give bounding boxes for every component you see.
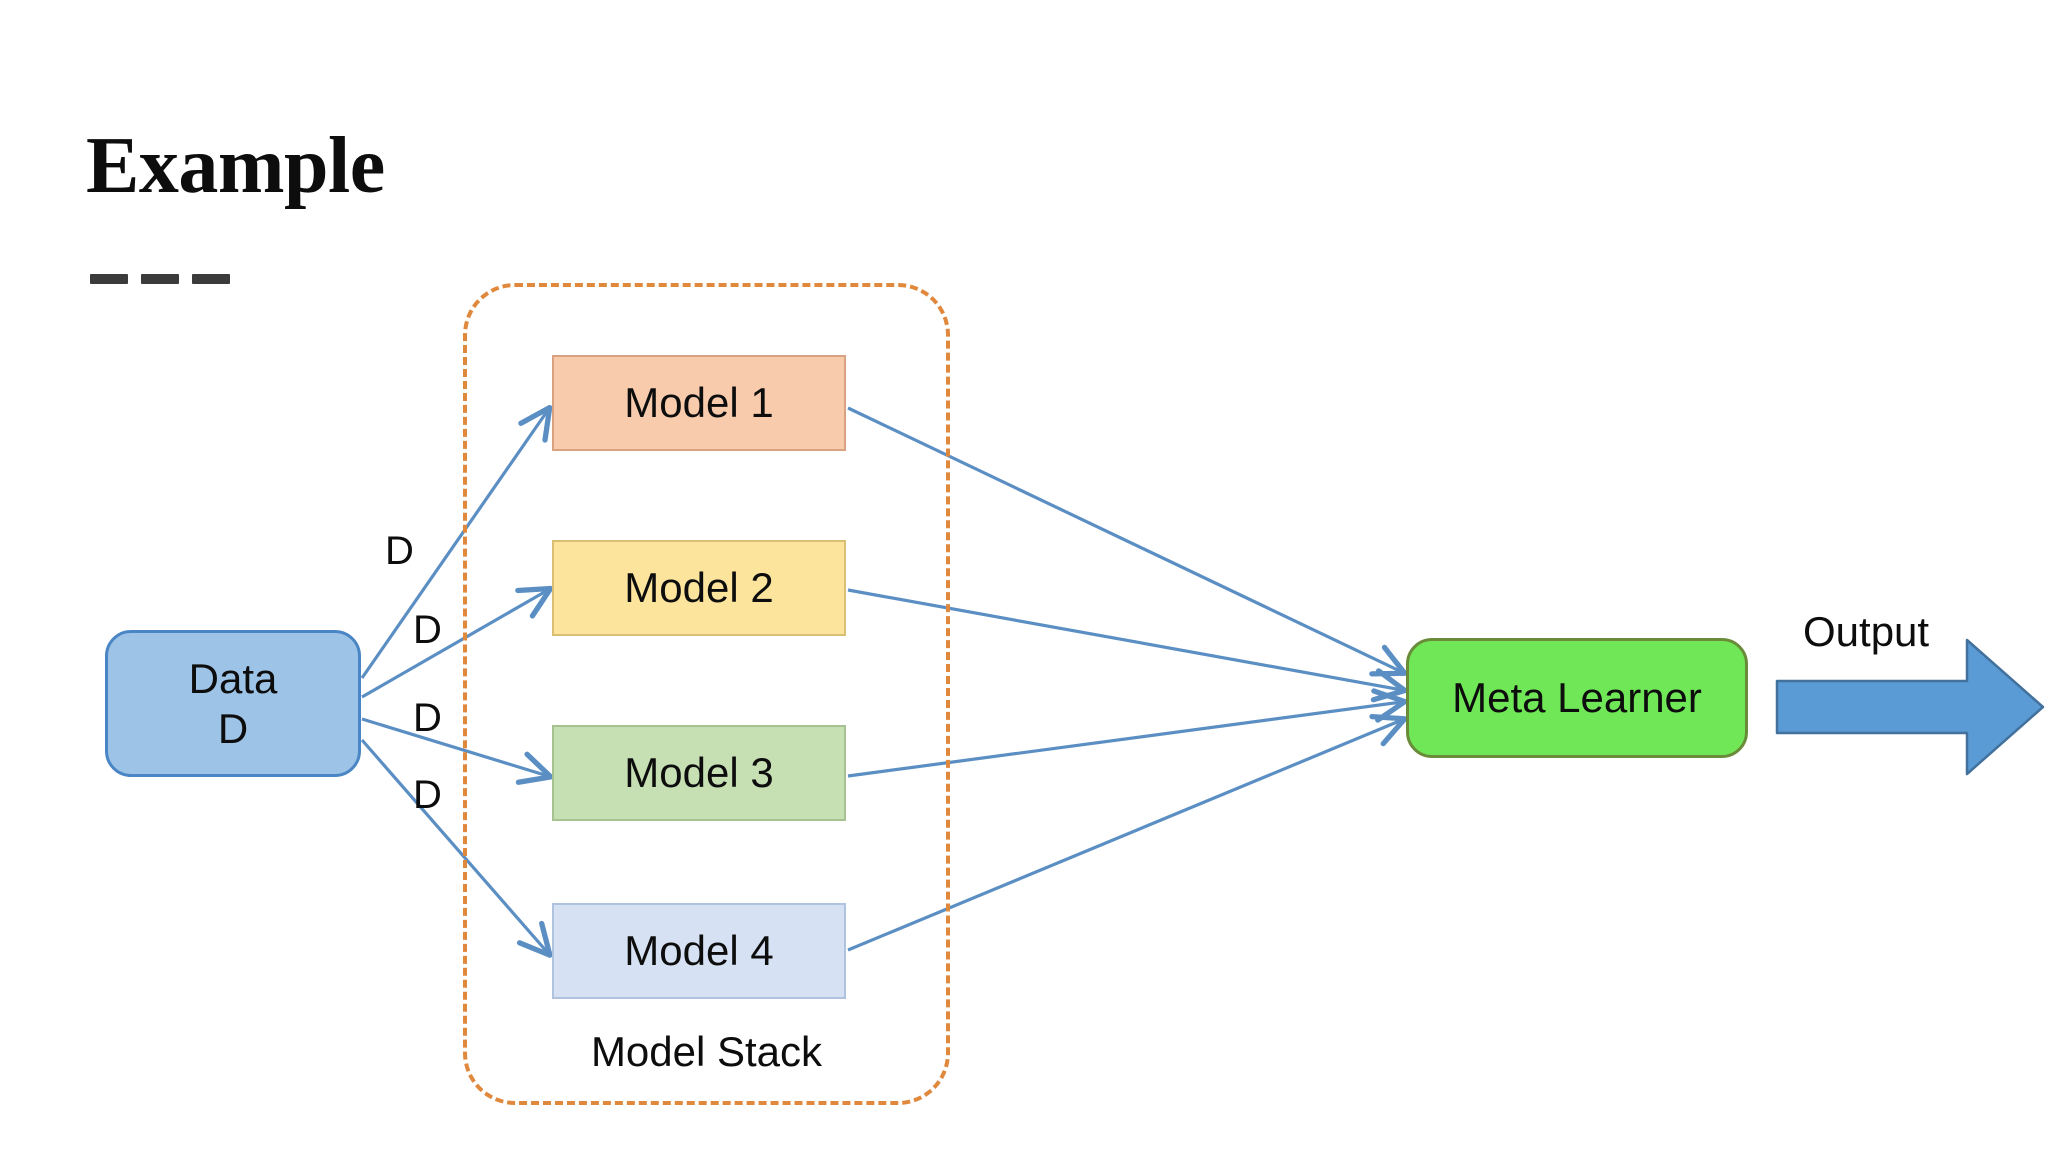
node-meta-learner[interactable]: Meta Learner xyxy=(1406,638,1748,758)
edge-label-data-model-1: D xyxy=(385,529,414,573)
title-dash-1 xyxy=(90,274,128,284)
edge-label-data-model-3: D xyxy=(413,696,442,740)
edge-label-data-model-2: D xyxy=(413,608,442,652)
node-data[interactable]: Data D xyxy=(105,630,361,777)
title-dash-2 xyxy=(141,274,179,284)
node-model-1[interactable]: Model 1 xyxy=(552,355,846,451)
node-model-3[interactable]: Model 3 xyxy=(552,725,846,821)
node-model-4[interactable]: Model 4 xyxy=(552,903,846,999)
title-underline-dashes xyxy=(90,274,230,285)
edge-label-data-model-4: D xyxy=(413,773,442,817)
model-stack-label: Model Stack xyxy=(590,1028,823,1075)
model-stack-container xyxy=(463,283,950,1105)
output-label: Output xyxy=(1803,608,1930,655)
title-dash-3 xyxy=(192,274,230,284)
output-block-arrow xyxy=(1775,638,2045,776)
node-model-2[interactable]: Model 2 xyxy=(552,540,846,636)
page-title: Example xyxy=(86,122,385,210)
